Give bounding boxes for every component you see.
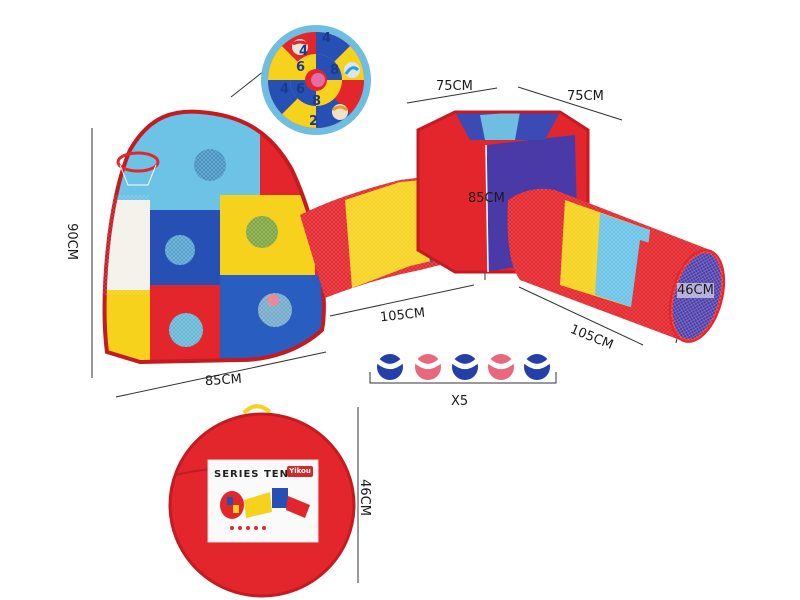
- dartboard-number: 4: [322, 31, 332, 46]
- tent-height-label: 90CM: [63, 223, 79, 260]
- dartboard-number: 2: [309, 114, 319, 129]
- tunnel-diameter-label: 46CM: [677, 283, 714, 298]
- cube-width-left-label: 75CM: [436, 79, 473, 94]
- dartboard-number: 8: [312, 94, 322, 109]
- package-logo: Yikou: [287, 466, 313, 477]
- balls-quantity-label: X5: [451, 394, 469, 409]
- tent-width-label: 85CM: [204, 371, 243, 390]
- storage-bag: [168, 404, 356, 598]
- dartboard: [261, 25, 371, 135]
- dartboard-number: 6: [296, 60, 306, 75]
- right-tunnel: [507, 188, 726, 343]
- dartboard-number: 4: [299, 44, 309, 59]
- cube-width-right-label: 75CM: [567, 89, 604, 104]
- teepee-tent: [102, 109, 326, 365]
- dartboard-number: 6: [296, 82, 306, 97]
- balls-row: [369, 354, 557, 384]
- dartboard-number: 4: [280, 82, 290, 97]
- package-title: SERIES TENT: [214, 469, 297, 480]
- dartboard-number: 8: [330, 63, 340, 78]
- bag-diameter-label: 46CM: [356, 479, 372, 516]
- cube-height-label: 85CM: [468, 191, 505, 206]
